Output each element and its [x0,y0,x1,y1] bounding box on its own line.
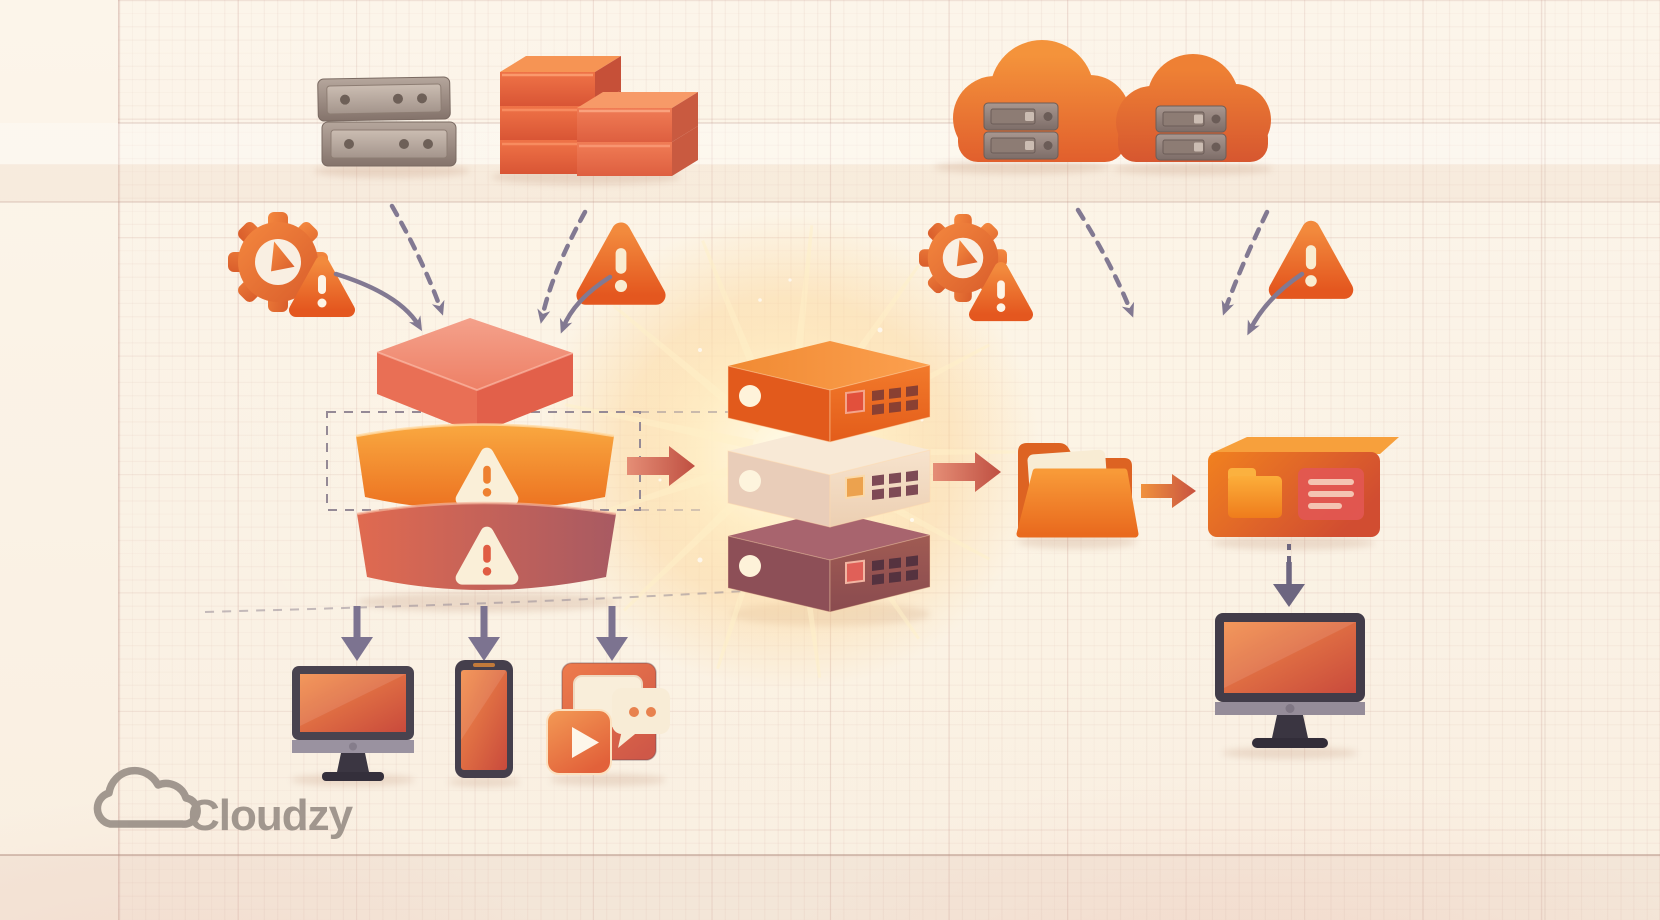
warning-triangle-icon [455,526,519,585]
server-unit [727,511,931,613]
cloud-logo-icon [93,766,201,828]
brand-name: Cloudzy [188,791,354,840]
play-button-icon [546,709,612,775]
folder-icon [1016,443,1139,538]
legacy-server-stack [317,76,457,167]
server-dot [416,93,427,104]
funnel-middle-layer [355,423,615,510]
warning-triangle-icon [455,447,519,506]
server-dot [423,139,433,149]
dashed-arrow-card-to-monitor [1273,544,1305,607]
flow-arrow-stack-to-server [627,446,695,486]
media-app-icons [546,662,670,775]
server-unit [727,341,931,443]
chat-bubble-icon [612,688,670,748]
flow-arrow-server-to-folder [933,452,1001,492]
monitor-right [1215,613,1365,748]
server-dot [340,94,351,105]
central-server-stack [727,341,931,613]
note-icon [1298,468,1364,520]
client-devices [292,660,670,781]
distribution-arrows [341,606,628,661]
brick-stack-short [577,92,698,176]
gear-icon [228,212,328,312]
smartphone [455,660,513,778]
data-brick-stacks [500,56,698,176]
cloud-server-stack [1155,105,1227,161]
server-unit [727,426,931,528]
hazard-annotations-right [919,207,1354,336]
cloud-server-group-1 [953,40,1130,162]
funnel-bottom-layer [356,501,617,590]
mini-folder-icon [1228,468,1282,518]
hazard-annotations-left [228,203,666,334]
server-dot [344,139,354,149]
warning-triangle-icon [1268,220,1354,299]
cloudzy-logo: Cloudzy [93,766,355,840]
server-dot [399,139,409,149]
flow-annotation-arrows [1075,207,1305,336]
warning-triangle-icon [289,256,355,317]
warning-triangle-icon [968,261,1034,322]
layer-funnel-stack [204,318,841,613]
desktop-monitor [292,666,414,781]
cloud-server-stack [983,102,1059,160]
funnel-top-box [376,318,574,434]
flow-annotation-arrows [333,203,613,334]
dashed-baseline [204,584,841,613]
gear-icon [919,214,1007,302]
cloud-server-group-2 [1116,54,1271,162]
file-card [1208,437,1399,537]
flow-arrow-folder-to-card [1141,474,1196,508]
server-dot [392,93,403,104]
